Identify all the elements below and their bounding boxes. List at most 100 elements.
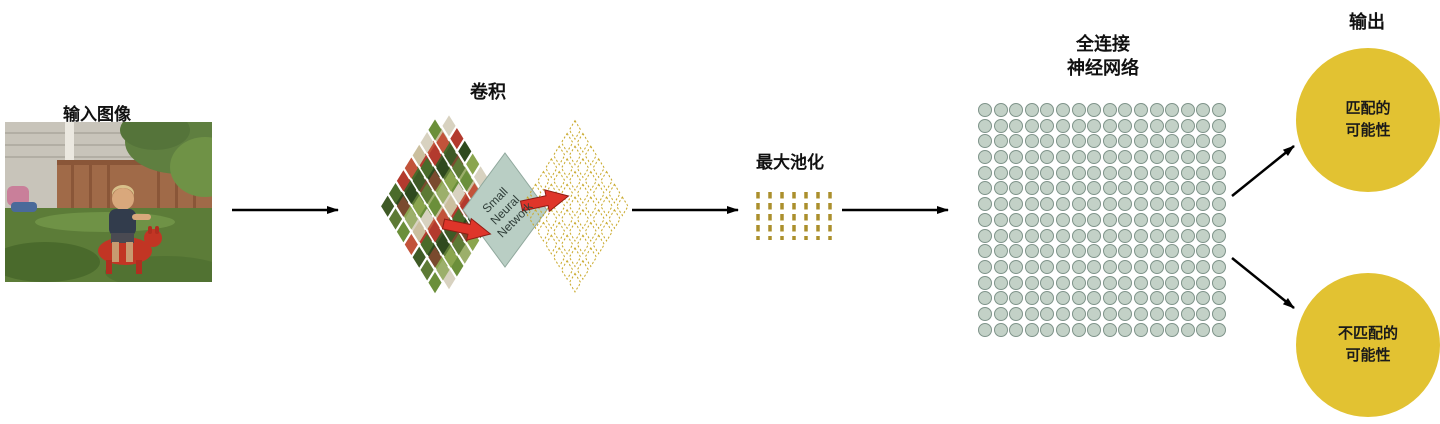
fc-node xyxy=(1211,291,1226,306)
maxpool-label: 最大池化 xyxy=(756,153,824,172)
fc-node xyxy=(1196,244,1211,259)
fc-node xyxy=(993,165,1008,180)
fc-node xyxy=(1024,181,1039,196)
fc-node xyxy=(1180,134,1195,149)
fc-node xyxy=(1180,275,1195,290)
fc-node xyxy=(1211,134,1226,149)
fc-node xyxy=(1009,306,1024,321)
fc-node xyxy=(1087,212,1102,227)
fc-node xyxy=(1165,197,1180,212)
fc-node xyxy=(1149,103,1164,117)
fc-node xyxy=(1211,103,1226,117)
fc-node xyxy=(1024,118,1039,133)
fc-node xyxy=(1118,306,1133,321)
fc-node xyxy=(1024,306,1039,321)
fc-node xyxy=(978,291,992,306)
fc-node xyxy=(1118,150,1133,165)
fc-node xyxy=(1087,150,1102,165)
fc-node xyxy=(1196,165,1211,180)
fc-node xyxy=(1040,165,1055,180)
fc-node xyxy=(1087,228,1102,243)
fc-node xyxy=(1133,244,1148,259)
fc-node xyxy=(1211,275,1226,290)
fc-node xyxy=(1071,181,1086,196)
fc-label: 全连接 神经网络 xyxy=(1023,32,1183,80)
fc-node xyxy=(993,291,1008,306)
conv-red-arrow-left xyxy=(441,217,492,241)
fc-node xyxy=(1118,291,1133,306)
fc-node xyxy=(993,150,1008,165)
fc-node xyxy=(1071,212,1086,227)
fc-node xyxy=(1009,212,1024,227)
fc-node xyxy=(1196,181,1211,196)
fc-node xyxy=(1055,150,1070,165)
fc-node xyxy=(1180,306,1195,321)
fc-node xyxy=(1087,275,1102,290)
fc-node xyxy=(1196,306,1211,321)
fc-node xyxy=(1196,134,1211,149)
fc-node xyxy=(1055,275,1070,290)
fc-node xyxy=(1009,228,1024,243)
fc-node xyxy=(1087,244,1102,259)
fc-node xyxy=(1196,291,1211,306)
fc-node xyxy=(1009,275,1024,290)
fc-node xyxy=(1087,103,1102,117)
fc-node xyxy=(1102,244,1117,259)
fc-label-line1: 全连接 xyxy=(1076,34,1130,54)
fc-node xyxy=(1071,118,1086,133)
fc-node xyxy=(1211,212,1226,227)
nomatch-label-line1: 不匹配的 xyxy=(1337,325,1398,342)
fc-node xyxy=(993,275,1008,290)
fc-node xyxy=(1180,322,1195,337)
fc-node xyxy=(1024,228,1039,243)
fc-node xyxy=(1102,259,1117,274)
fc-node xyxy=(1211,118,1226,133)
fc-node xyxy=(1087,322,1102,337)
fc-node xyxy=(1133,322,1148,337)
fc-node xyxy=(1024,103,1039,117)
fc-node xyxy=(1071,244,1086,259)
fc-node xyxy=(1102,134,1117,149)
fc-node xyxy=(1071,197,1086,212)
fc-node xyxy=(1165,118,1180,133)
fc-node xyxy=(978,165,992,180)
nomatch-label-line2: 可能性 xyxy=(1345,347,1391,364)
fc-node xyxy=(1165,259,1180,274)
output-arrow-top xyxy=(1231,145,1295,197)
fc-node xyxy=(993,228,1008,243)
fc-node xyxy=(1040,291,1055,306)
fc-node xyxy=(1055,212,1070,227)
fc-node xyxy=(1055,291,1070,306)
fc-node xyxy=(1211,197,1226,212)
fc-node xyxy=(1165,228,1180,243)
fc-node xyxy=(1055,134,1070,149)
fc-node xyxy=(1133,212,1148,227)
fc-node xyxy=(1102,118,1117,133)
fc-node xyxy=(1211,322,1226,337)
fc-node xyxy=(1024,275,1039,290)
fc-node xyxy=(1024,150,1039,165)
fc-node xyxy=(1196,322,1211,337)
fc-node xyxy=(978,259,992,274)
match-circle: 匹配的 可能性 xyxy=(1296,48,1440,192)
fc-node xyxy=(1040,275,1055,290)
fc-node xyxy=(1211,228,1226,243)
fc-node xyxy=(1165,244,1180,259)
fc-node xyxy=(1149,291,1164,306)
fc-node xyxy=(1133,306,1148,321)
fc-node xyxy=(1165,134,1180,149)
fc-node xyxy=(993,118,1008,133)
fc-node xyxy=(1180,150,1195,165)
fc-node xyxy=(1149,134,1164,149)
fc-node xyxy=(1180,291,1195,306)
fc-node xyxy=(1118,118,1133,133)
fc-node xyxy=(1118,197,1133,212)
fc-node xyxy=(1071,275,1086,290)
fc-node xyxy=(978,181,992,196)
fc-node xyxy=(1024,244,1039,259)
fc-node xyxy=(1087,259,1102,274)
fc-node xyxy=(1055,165,1070,180)
fc-node xyxy=(1133,259,1148,274)
fc-node xyxy=(1180,228,1195,243)
fc-node xyxy=(993,181,1008,196)
